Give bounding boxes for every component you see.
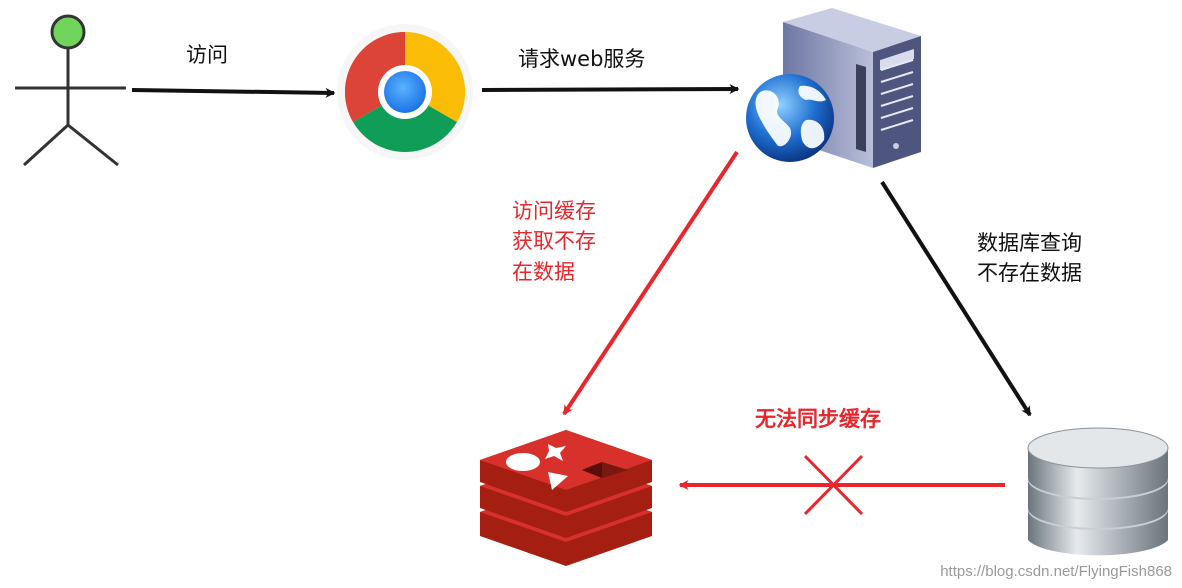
watermark-text: https://blog.csdn.net/FlyingFish868 (940, 563, 1172, 580)
label-visit: 访问 (186, 43, 228, 67)
web-server-icon (746, 8, 921, 168)
user-stick-figure-icon (15, 14, 126, 167)
chrome-icon (337, 24, 473, 160)
arrow-user-to-browser (131, 87, 336, 98)
arrow-server-to-cache (562, 150, 739, 416)
label-db-query: 数据库查询 不存在数据 (977, 231, 1082, 286)
label-sync-fail: 无法同步缓存 (755, 407, 881, 431)
label-request-web: 请求web服务 (518, 47, 646, 71)
arrow-browser-to-server (481, 84, 740, 95)
arrow-server-to-database (880, 180, 1032, 417)
redis-icon (480, 430, 652, 566)
label-visit-cache: 访问缓存 获取不存 在数据 (512, 199, 596, 284)
database-icon (1027, 427, 1169, 556)
blocked-x-mark (803, 454, 864, 516)
